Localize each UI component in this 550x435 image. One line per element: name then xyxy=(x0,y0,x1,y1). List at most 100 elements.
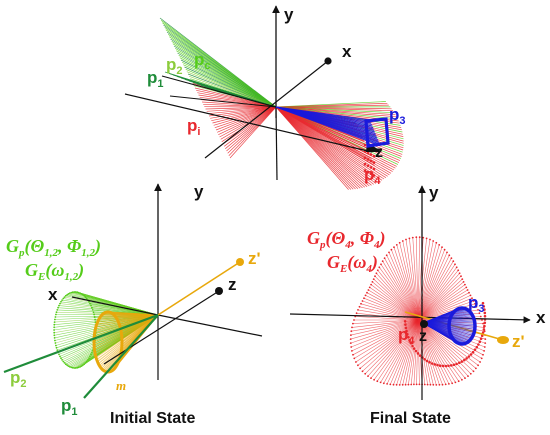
final-burst-ray xyxy=(417,287,467,321)
final-burst-ray xyxy=(417,275,462,321)
final-burst-ring xyxy=(405,329,408,333)
final-burst-ring xyxy=(471,350,475,354)
initial-x-axis-back xyxy=(157,314,263,337)
final-burst-tip xyxy=(371,281,374,283)
final-burst-ray xyxy=(417,281,464,321)
top-left-ray xyxy=(219,106,277,138)
final-burst-tip xyxy=(353,319,355,321)
top-left-ray xyxy=(225,106,277,149)
final-burst-tip xyxy=(461,378,463,381)
final-burst-tip xyxy=(415,383,418,386)
initial-cone-tip xyxy=(66,364,69,367)
final-burst-ray xyxy=(384,258,419,321)
final-burst-tip xyxy=(475,367,477,370)
final-burst-tip xyxy=(435,384,438,386)
final-burst-tip xyxy=(480,357,483,360)
final-burst-tip xyxy=(413,383,415,386)
final-burst-ray xyxy=(363,297,419,321)
final-burst-tip xyxy=(376,380,379,383)
final-burst-tip xyxy=(374,275,376,278)
final-burst-ray xyxy=(417,292,470,321)
top-right-ray xyxy=(275,106,349,190)
top-ray-tip xyxy=(366,170,370,174)
final-burst-tip xyxy=(361,300,364,302)
final-burst-ray xyxy=(357,309,419,321)
initial-cone-tip xyxy=(66,293,69,296)
initial-p2-label: p2 xyxy=(10,368,27,390)
final-burst-tip xyxy=(407,383,410,386)
final-burst-tip xyxy=(464,377,466,379)
final-burst-tip xyxy=(358,305,361,308)
final-burst-tip xyxy=(472,370,475,373)
final-burst-tip xyxy=(366,291,368,294)
top-left-ray-black xyxy=(169,95,277,108)
top-ray-tip xyxy=(372,161,376,164)
final-burst-tip xyxy=(381,260,384,263)
final-burst-tip xyxy=(478,312,481,315)
top-z-label: z xyxy=(375,144,383,161)
final-burst-ray xyxy=(355,316,419,321)
initial-cone-tip xyxy=(63,362,66,364)
final-burst-ray xyxy=(370,319,419,379)
top-left-ray xyxy=(223,106,277,147)
final-burst-tip xyxy=(423,383,426,386)
final-burst-tip xyxy=(484,342,487,344)
top-p3-box xyxy=(364,117,390,148)
final-burst-tip xyxy=(361,370,364,373)
initial-cone-tip xyxy=(69,366,71,368)
top-p4-label: p4 xyxy=(364,165,381,187)
initial-formula-ge: GE(ω1,2) xyxy=(25,260,84,283)
initial-zp-label: z' xyxy=(248,249,261,268)
final-burst-ring xyxy=(483,321,487,325)
final-burst-tip xyxy=(450,257,453,260)
final-burst-ring xyxy=(408,339,411,342)
final-burst-ray xyxy=(417,295,471,321)
initial-cone-tip xyxy=(59,355,61,358)
top-right-ray-red xyxy=(275,106,375,166)
final-burst-ring xyxy=(481,331,485,334)
final-burst-ray xyxy=(359,319,419,369)
initial-cone-tip xyxy=(73,367,76,369)
final-burst-ray xyxy=(402,319,419,385)
initial-cone-tip xyxy=(54,342,57,344)
final-burst-ray xyxy=(417,319,474,372)
final-burst-ray xyxy=(359,306,419,321)
initial-cone-tip xyxy=(58,304,60,307)
final-burst-ray xyxy=(417,242,437,321)
initial-cone-tip xyxy=(61,359,63,361)
top-right-ray-red xyxy=(275,106,369,152)
top-ray-tip xyxy=(363,156,367,160)
top-z-axis xyxy=(124,93,373,153)
final-burst-tip xyxy=(385,254,388,257)
initial-cone-tip xyxy=(54,316,57,318)
initial-cone-tip xyxy=(53,337,56,339)
top-left-ray xyxy=(198,94,277,108)
top-left-ray xyxy=(218,106,277,136)
final-burst-tip xyxy=(483,346,486,348)
initial-cone-tip xyxy=(56,309,59,311)
final-burst-ray xyxy=(393,247,419,321)
final-burst-tip xyxy=(432,383,435,386)
final-burst-ray xyxy=(417,267,457,321)
final-burst-ray xyxy=(382,261,419,321)
initial-p1-ray xyxy=(83,314,159,399)
final-burst-ray xyxy=(417,278,463,321)
final-burst-ring xyxy=(438,364,442,368)
initial-cone-tip xyxy=(67,365,70,367)
final-burst-tip xyxy=(370,283,372,286)
final-burst-ring xyxy=(469,353,473,356)
final-burst-ray xyxy=(352,319,419,324)
top-left-ray xyxy=(205,106,277,110)
final-burst-ray xyxy=(417,297,473,321)
initial-cone-tip xyxy=(58,353,60,356)
top-left-ray xyxy=(226,106,277,152)
initial-cone-tip xyxy=(63,296,66,298)
final-burst-tip xyxy=(398,384,401,386)
final-burst-ray xyxy=(366,292,419,321)
final-p3-cone xyxy=(422,306,477,346)
final-burst-ray xyxy=(417,239,431,321)
initial-x-label: x xyxy=(48,285,58,304)
final-burst-ring xyxy=(463,358,466,362)
final-burst-tip xyxy=(457,269,460,272)
